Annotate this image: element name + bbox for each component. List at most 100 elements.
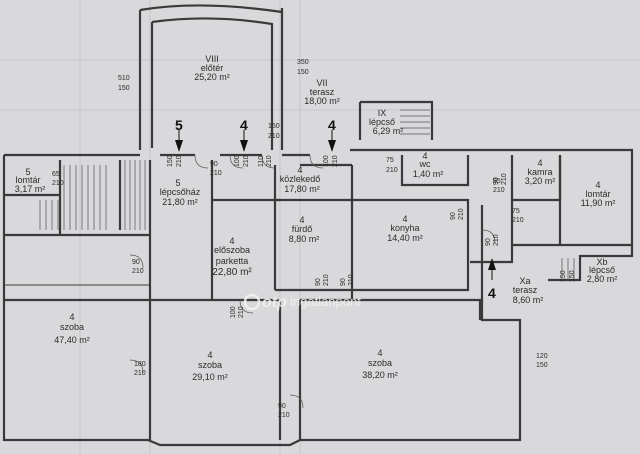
room-label-text: lépcső [589,265,615,275]
dim-label: 90 [132,259,140,266]
room-label-text: fürdő [292,224,313,234]
dim-label: 75 [386,157,394,164]
dim-label: 210 [386,167,398,174]
dim-label: 180 [134,361,146,368]
dim-label: 100 [234,155,241,167]
dim-label: 150 [536,362,548,369]
room-label-text: 3,20 m² [525,176,556,186]
dim-label: 90 [315,278,322,286]
room-label-text: Xb [596,257,607,267]
room-lomtar-4: 4 lomtár 11,90 m² [581,180,616,208]
room-label-text: 5 [175,178,180,188]
room-label-text: előtér [201,63,224,73]
room-label-text: 3,17 m² [15,184,46,194]
room-label-text: 4 [402,214,407,224]
room-label-text: 4 [299,215,304,225]
dim-label: 90 [340,278,347,286]
stair-hatching [39,109,575,280]
section-arrow-label: 5 [175,117,183,133]
dim-label: 210 [238,306,245,318]
arrow-up-icon [488,258,496,270]
dim-label: 150 [268,123,280,130]
dim-label: 210 [132,268,144,275]
room-label-text: kamra [527,167,552,177]
dim-label: 90 [210,161,218,168]
dim-label: 210 [348,274,355,286]
walls [2,4,634,447]
room-label-text: 8,80 m² [289,234,320,244]
room-label-text: 18,00 m² [304,96,340,106]
room-label-text: 2,80 m² [587,274,618,284]
room-label-text: 11,90 m² [581,198,616,208]
room-label-text: 21,80 m² [162,197,198,207]
door-swings [129,154,496,409]
dim-label: 210 [493,187,505,194]
dim-label: 210 [266,155,273,167]
dim-label: 150 [118,85,130,92]
room-label-text: 6,29 m² [373,126,404,136]
dim-label: 210 [458,208,465,220]
room-label-text: 14,40 m² [387,233,423,243]
room-label-text: 47,40 m² [54,335,90,345]
section-arrows: 5 4 4 4 [175,117,496,301]
dim-label: 65 [52,171,60,178]
room-label-text: 4 [229,236,234,246]
room-ix: IX lépcső 6,29 m² [369,108,403,136]
room-label-text: 4 [537,158,542,168]
dim-label: 120 [536,353,548,360]
room-label-text: 4 [422,151,427,161]
room-label-text: parketta [216,256,249,266]
dim-label: 210 [323,274,330,286]
dim-label: 210 [243,155,250,167]
watermark-brand: otp [262,294,287,311]
room-szoba-2: 4 szoba 29,10 m² [192,350,228,382]
arrow-down-icon [328,140,336,152]
room-eloszoba: 4 előszoba parketta 22,80 m² [212,236,252,278]
room-label-text: VIII [205,54,219,64]
room-label-text: közlekedő [280,174,321,184]
dim-label: 510 [118,75,130,82]
room-szoba-1: 4 szoba 47,40 m² [54,312,90,345]
room-label-text: 1,40 m² [413,169,444,179]
dim-label: 85 [493,178,501,185]
room-label-text: szoba [198,360,222,370]
dim-label: 350 [297,59,309,66]
dim-label: 210 [332,155,339,167]
room-label-text: 4 [595,180,600,190]
room-label-text: 4 [297,165,302,175]
dim-label: 210 [210,170,222,177]
room-label-text: IX [378,108,387,118]
dim-label: 75 [512,208,520,215]
dim-label: 210 [176,155,183,167]
room-kozlekedo: 4 közlekedő 17,80 m² [280,165,321,194]
section-arrow-label: 4 [328,117,336,133]
dim-label: 150 [297,69,309,76]
section-arrow-label: 4 [240,117,248,133]
room-lepcsohaz: 5 lépcsőház 21,80 m² [160,178,201,207]
room-label-text: 29,10 m² [192,372,228,382]
dim-label: 90 [278,403,286,410]
dim-label: 210 [493,234,500,246]
room-label-text: előszoba [214,245,250,255]
room-label-text: 4 [69,312,74,322]
room-szoba-3: 4 szoba 38,20 m² [362,348,398,380]
room-label-text: 5 [25,167,30,177]
room-label-text: terasz [513,285,538,295]
room-label-text: VII [316,78,327,88]
dim-label: 100 [230,306,237,318]
room-label-text: konyha [390,223,419,233]
dim-label: 100 [323,155,330,167]
room-label-text: wc [419,159,431,169]
dim-label: 210 [501,173,508,185]
arrow-down-icon [240,140,248,152]
room-labels: VIII előtér 25,20 m² VII terasz 18,00 m²… [15,54,618,382]
room-label-text: szoba [368,358,392,368]
room-label-text: lépcsőház [160,187,201,197]
room-label-text: lépcső [369,117,395,127]
dim-label: 210 [278,412,290,419]
room-label-text: szoba [60,322,84,332]
dim-label: 210 [512,217,524,224]
room-label-text: 8,60 m² [513,295,544,305]
room-label-text: 38,20 m² [362,370,398,380]
